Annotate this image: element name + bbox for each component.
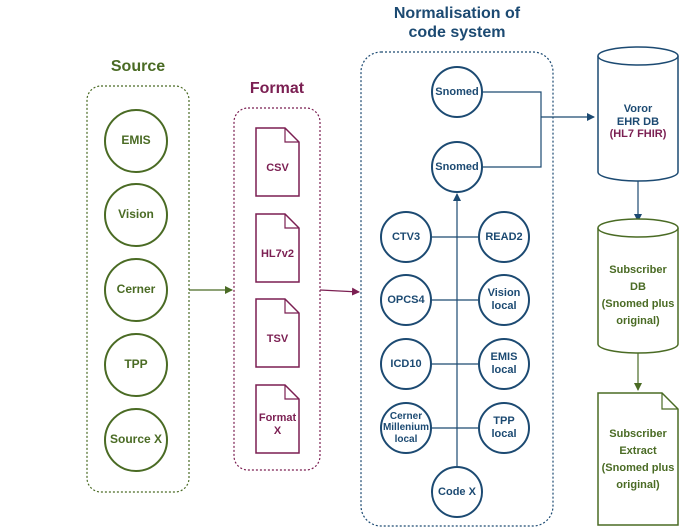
code-node-tpp-local: TPP local bbox=[478, 402, 530, 454]
snomed-to-ehr-connector bbox=[480, 91, 542, 168]
source-title: Source bbox=[110, 58, 166, 75]
file-icon-hl7v2 bbox=[255, 213, 300, 283]
code-node-icd10: ICD10 bbox=[380, 338, 432, 390]
code-node-emis-local: EMIS local bbox=[478, 338, 530, 390]
subscriber-db-cylinder bbox=[597, 218, 679, 354]
subscriber-db-label: Subscriber DB (Snomed plus original) bbox=[598, 254, 678, 338]
format-label-csv: CSV bbox=[266, 161, 289, 174]
subscriber-extract-document bbox=[597, 392, 679, 526]
source-node-vision: Vision bbox=[104, 183, 168, 247]
subscriber-db-line3: (Snomed plus bbox=[601, 298, 675, 310]
source-node-source-x: Source X bbox=[104, 408, 168, 472]
ehr-db-label: Voror EHR DB (HL7 FHIR) bbox=[598, 90, 678, 154]
subscriber-extract-line1: Subscriber bbox=[609, 427, 667, 440]
format-to-normalisation-arrow bbox=[319, 287, 360, 296]
code-node-read2: READ2 bbox=[478, 211, 530, 263]
format-label-hl7v2: HL7v2 bbox=[260, 247, 295, 260]
file-icon-format-x bbox=[255, 384, 300, 454]
code-node-opcs4: OPCS4 bbox=[380, 274, 432, 326]
ehr-db-line1: Voror bbox=[623, 103, 653, 116]
snomed-node-middle: Snomed bbox=[431, 141, 483, 193]
source-node-tpp: TPP bbox=[104, 333, 168, 397]
subscriber-extract-line4: original) bbox=[616, 479, 660, 492]
file-icon-tsv bbox=[255, 298, 300, 368]
code-node-code-x: Code X bbox=[431, 466, 483, 518]
subscriber-db-line4: original) bbox=[616, 315, 660, 328]
source-node-emis: EMIS bbox=[104, 109, 168, 173]
ehr-db-line3: (HL7 FHIR) bbox=[609, 128, 667, 141]
file-icon-csv bbox=[255, 127, 300, 197]
subscriber-extract-line3: (Snomed plus bbox=[601, 462, 675, 474]
subscriber-extract-line2: Extract bbox=[619, 444, 657, 457]
snomed-node-top: Snomed bbox=[431, 66, 483, 118]
source-node-cerner: Cerner bbox=[104, 258, 168, 322]
format-title: Format bbox=[249, 80, 305, 97]
subscriber-extract-label: Subscriber Extract (Snomed plus original… bbox=[598, 418, 678, 502]
normalisation-group-box bbox=[360, 51, 554, 527]
subscriber-db-line1: Subscriber bbox=[609, 263, 667, 276]
source-group-box bbox=[86, 85, 190, 493]
ehr-db-line2: EHR DB bbox=[616, 115, 660, 128]
code-node-ctv3: CTV3 bbox=[380, 211, 432, 263]
format-group-box bbox=[233, 107, 321, 471]
format-label-tsv: TSV bbox=[266, 332, 289, 345]
subscriber-extract-fold bbox=[661, 393, 678, 410]
format-label-format-x: Format X bbox=[258, 412, 297, 437]
code-node-cerner-millenium-local: Cerner Millenium local bbox=[380, 402, 432, 454]
code-node-vision-local: Vision local bbox=[478, 274, 530, 326]
normalisation-title: Normalisation of code system bbox=[393, 5, 521, 42]
subscriber-db-line2: DB bbox=[630, 280, 646, 293]
